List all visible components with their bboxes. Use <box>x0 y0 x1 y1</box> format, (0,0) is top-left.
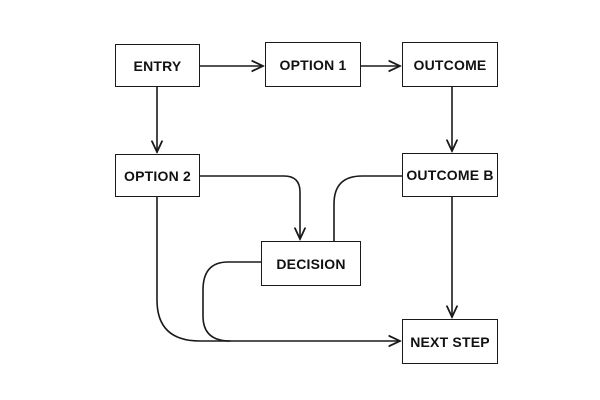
node-entry: ENTRY <box>115 44 200 87</box>
edge-option2-to-decision <box>199 175 300 239</box>
node-next-step-label: NEXT STEP <box>410 333 490 350</box>
node-decision-label: DECISION <box>276 255 346 272</box>
edge-outcomeb-to-decision <box>333 175 403 242</box>
edge-option2-to-nextstep <box>156 196 400 341</box>
node-outcome-label: OUTCOME <box>413 56 487 73</box>
node-entry-label: ENTRY <box>133 57 182 74</box>
node-outcome: OUTCOME <box>402 42 498 87</box>
node-decision: DECISION <box>261 241 361 286</box>
node-outcome-b: OUTCOME B <box>402 153 498 197</box>
node-outcome-b-label: OUTCOME B <box>406 167 494 183</box>
edge-decision-to-nextstep <box>202 261 262 342</box>
node-option-2-label: OPTION 2 <box>124 167 191 184</box>
node-option-1: OPTION 1 <box>265 42 361 87</box>
node-next-step: NEXT STEP <box>402 319 498 364</box>
node-option-2: OPTION 2 <box>115 154 200 197</box>
node-option-1-label: OPTION 1 <box>279 56 347 73</box>
